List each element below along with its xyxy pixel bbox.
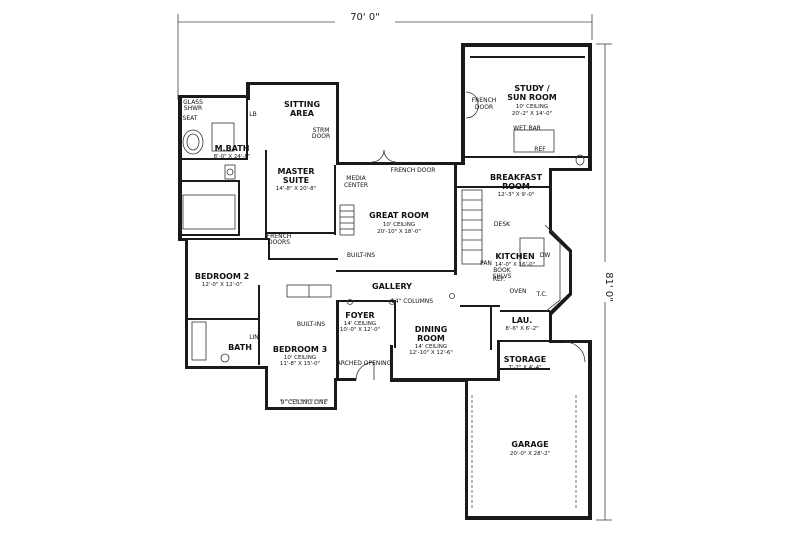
media-center-1: MEDIA [346, 175, 366, 182]
interior-walls [178, 56, 591, 370]
media-center-2: CENTER [344, 182, 368, 189]
bedroom3-detail-2: 11'-8" X 15'-0" [280, 361, 320, 367]
study-detail-2: 20'-2" X 14'-0" [512, 111, 552, 117]
arched-opening: ARCHED OPENING [337, 360, 392, 367]
foyer-name: FOYER [345, 311, 374, 320]
breakfast-name-2: ROOM [502, 182, 530, 191]
book-shlvs-1: BOOK [493, 267, 511, 274]
sitting-name-1: SITTING [284, 100, 320, 109]
exterior-walls [178, 43, 592, 520]
lau-name: LAU. [512, 316, 533, 325]
storm-door-2: DOOR [312, 133, 330, 140]
mbath-name: M.BATH [215, 144, 250, 153]
dining-name-1: DINING [415, 325, 448, 334]
fixtures [182, 91, 586, 510]
book-shlvs-2: SHLVS [493, 273, 512, 280]
desk-label: DESK [494, 221, 511, 228]
glass-shwr-2: SHWR [184, 105, 202, 112]
tc-label: T.C. [536, 291, 548, 298]
misc-labels: FRENCH DOOR WET BAR REF GLASS SHWR SEAT … [183, 97, 551, 406]
great-detail-1: 10' CEILING [383, 222, 415, 228]
mbath-detail: 8'-0" X 24'-8" [214, 154, 251, 160]
breakfast-name-1: BREAKFAST [490, 173, 543, 182]
master-name-2: SUITE [283, 176, 309, 185]
ref-kitchen: REF. [493, 276, 505, 283]
builtins-bed3: BUILT-INS [297, 321, 325, 328]
lb-label: LB [249, 111, 256, 118]
ceiling-line: 9' CEILING LINE [281, 399, 328, 406]
depth-dimension: 81' 0" [596, 43, 614, 521]
study-name-2: SUN ROOM [507, 93, 557, 102]
french-door-great: FRENCH DOOR [391, 167, 436, 174]
glass-shwr-1: GLASS [183, 99, 203, 106]
ref-label: REF [534, 146, 546, 153]
study-name-1: STUDY / [514, 84, 549, 93]
great-name: GREAT ROOM [369, 211, 429, 220]
french-door-study-1: FRENCH [472, 97, 497, 104]
great-detail-2: 20'-10" X 18'-0" [377, 229, 421, 235]
storage-name: STORAGE [504, 355, 546, 364]
dining-detail-2: 12'-10" X 12'-6" [409, 350, 453, 356]
depth-dimension-label: 81' 0" [603, 272, 614, 302]
room-labels: STUDY / SUN ROOM 10' CEILING 20'-2" X 14… [195, 84, 557, 457]
seat-label: SEAT [183, 115, 198, 122]
study-detail-1: 10' CEILING [516, 104, 548, 110]
master-detail: 14'-8" X 20'-8" [276, 186, 316, 192]
bath-name: BATH [228, 343, 252, 352]
storm-door-1: STRM [313, 127, 330, 134]
dining-detail-1: 14' CEILING [415, 344, 447, 350]
dw-label: DW [540, 252, 551, 259]
kitchen-name: KITCHEN [495, 252, 534, 261]
storage-detail: 7'-2" X 4'-4" [508, 365, 541, 371]
bedroom3-detail-1: 10' CEILING [284, 355, 316, 361]
foyer-detail-2: 10'-0" X 12'-0" [340, 327, 380, 333]
french-doors-master-2: DOORS [268, 239, 290, 246]
sitting-name-2: AREA [290, 109, 315, 118]
garage-detail: 20'-0" X 28'-2" [510, 451, 550, 457]
dining-name-2: ROOM [417, 334, 445, 343]
bedroom2-detail: 12'-0" X 12'-0" [202, 282, 242, 288]
width-dimension-label: 70' 0" [350, 12, 380, 23]
master-name-1: MASTER [278, 167, 315, 176]
breakfast-detail: 12'-3" X 9'-0" [498, 192, 535, 198]
builtins-great: BUILT-INS [347, 252, 375, 259]
bedroom3-name: BEDROOM 3 [273, 345, 327, 354]
bedroom2-name: BEDROOM 2 [195, 272, 249, 281]
lin-label: LIN [249, 334, 259, 341]
french-doors-master-1: FRENCH [267, 233, 292, 240]
garage-name: GARAGE [511, 440, 548, 449]
kitchen-detail: 14'-0" X 16'-0" [495, 262, 535, 268]
foyer-detail-1: 14' CEILING [344, 321, 376, 327]
pan-label: PAN [480, 260, 492, 267]
oven-label: OVEN [509, 288, 526, 295]
column-label: 14" COLUMNS [391, 298, 433, 305]
gallery-name: GALLERY [372, 282, 412, 291]
lau-detail: 8'-6" X 6'-2" [505, 326, 538, 332]
french-door-study-2: DOOR [475, 104, 493, 111]
width-dimension: 70' 0" [177, 9, 593, 100]
wet-bar-label: WET BAR [513, 125, 541, 132]
